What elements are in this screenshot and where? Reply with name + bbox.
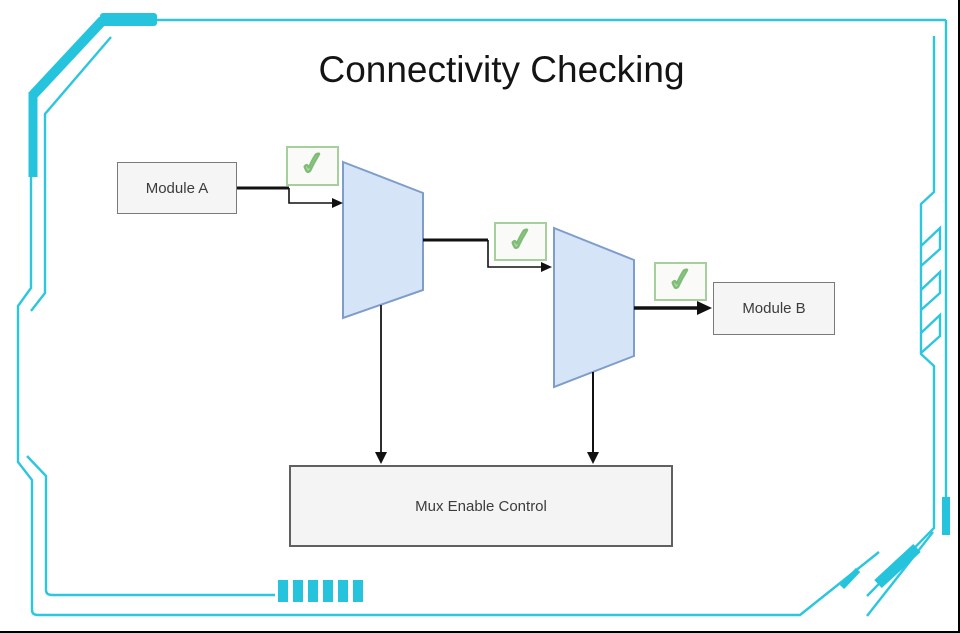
arrowhead-into-mux1 <box>332 198 343 208</box>
checkmark-icon: ✓ <box>664 262 696 299</box>
connectivity-check-badge-3[interactable]: ✓ <box>654 262 707 301</box>
mux-2-shape[interactable] <box>553 226 635 389</box>
frame-left-inner-top <box>30 36 112 312</box>
module-b-label: Module B <box>742 300 806 317</box>
arrowhead-mux1-control <box>375 452 387 464</box>
frame-bottomright-thick-diagonal <box>874 543 921 589</box>
module-a-label: Module A <box>145 179 209 197</box>
checkmark-icon: ✓ <box>504 222 536 259</box>
mux-1-shape[interactable] <box>342 160 424 320</box>
frame-bottom-right-chamfer <box>866 531 934 617</box>
page-title: Connectivity Checking <box>318 49 685 90</box>
frame-topleft-thick-bar <box>100 13 157 26</box>
connectivity-check-badge-2[interactable]: ✓ <box>494 222 547 261</box>
mux-enable-control-node[interactable]: Mux Enable Control <box>289 465 673 547</box>
mux-enable-control-label: Mux Enable Control <box>415 497 547 515</box>
wire-mux1-to-mux2 <box>487 240 542 268</box>
module-a-node[interactable]: Module A <box>117 162 237 214</box>
frame-right-teeth <box>920 225 942 354</box>
wire-module-a-to-mux1 <box>288 188 333 204</box>
arrowhead-mux2-control <box>587 452 599 464</box>
module-b-node[interactable]: Module B <box>713 282 835 335</box>
arrowhead-into-module-b <box>697 301 712 315</box>
frame-left-outer-line <box>16 172 880 617</box>
frame-right-inner-line <box>866 36 936 597</box>
frame-bottom-dashes <box>278 580 363 602</box>
connectivity-check-badge-1[interactable]: ✓ <box>286 146 339 186</box>
checkmark-icon: ✓ <box>296 146 328 183</box>
frame-bottomright-small-diagonal <box>839 567 861 590</box>
frame-topleft-thick-diagonal <box>29 16 107 99</box>
frame-left-inner-bottom <box>26 455 275 597</box>
arrowhead-into-mux2 <box>541 262 552 272</box>
